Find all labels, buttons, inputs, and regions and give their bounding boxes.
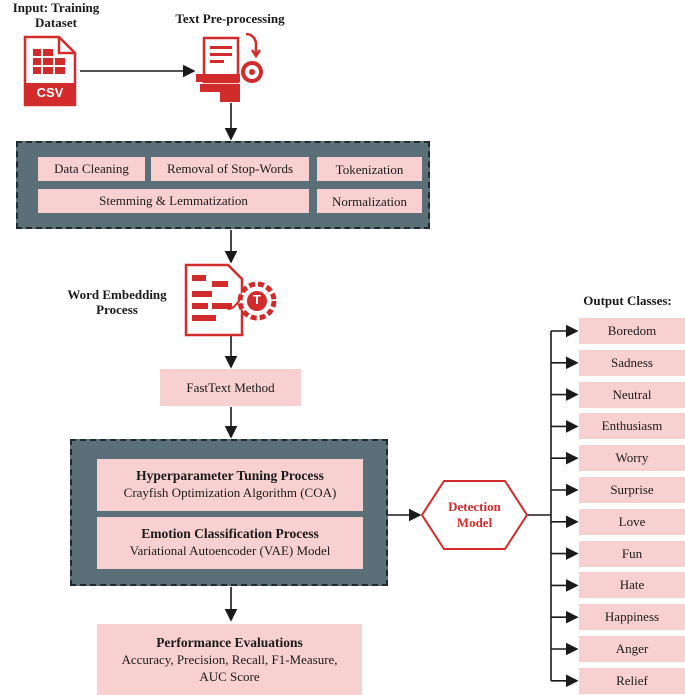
output-class-neutral: Neutral <box>579 381 685 408</box>
hyperparameter-tuning-box: Hyperparameter Tuning Process Crayfish O… <box>97 459 363 511</box>
evaluation-line1: Accuracy, Precision, Recall, F1-Measure, <box>121 652 338 667</box>
document-gear-icon <box>196 32 266 109</box>
input-label-line1: Input: Training <box>12 0 100 15</box>
output-class-boredom: Boredom <box>579 318 685 344</box>
output-class-anger: Anger <box>579 636 685 662</box>
output-class-relief: Relief <box>579 667 685 694</box>
step-data-cleaning: Data Cleaning <box>38 157 145 181</box>
embedding-icon-letter: T <box>253 292 261 307</box>
tuning-title: Hyperparameter Tuning Process <box>136 468 324 483</box>
classification-title: Emotion Classification Process <box>141 526 319 541</box>
embedding-label: Word Embedding Process <box>52 287 182 317</box>
embedding-label-line2: Process <box>96 302 138 317</box>
input-label: Input: Training Dataset <box>0 0 112 30</box>
output-classes-label: Output Classes: <box>583 293 672 308</box>
step-normalization: Normalization <box>317 189 422 213</box>
evaluation-title: Performance Evaluations <box>156 635 303 650</box>
output-branches <box>551 324 579 688</box>
fasttext-method-box: FastText Method <box>160 369 301 406</box>
performance-evaluation-box: Performance Evaluations Accuracy, Precis… <box>97 624 362 695</box>
classification-subtitle: Variational Autoencoder (VAE) Model <box>129 543 331 558</box>
evaluation-line2: AUC Score <box>199 669 260 684</box>
output-class-fun: Fun <box>579 540 685 567</box>
output-class-worry: Worry <box>579 445 685 472</box>
detection-hexagon <box>420 480 529 550</box>
output-class-happiness: Happiness <box>579 604 685 631</box>
csv-file-icon: CSV <box>23 35 77 112</box>
word-embedding-icon: T <box>184 263 279 342</box>
output-class-enthusiasm: Enthusiasm <box>579 413 685 440</box>
step-stemming-lemmatization: Stemming & Lemmatization <box>38 189 309 213</box>
preprocessing-steps-panel <box>16 141 430 229</box>
input-label-line2: Dataset <box>35 15 77 30</box>
output-class-hate: Hate <box>579 572 685 599</box>
preprocessing-label: Text Pre-processing <box>175 11 285 26</box>
detection-line2: Model <box>456 515 493 530</box>
output-class-love: Love <box>579 508 685 535</box>
step-stop-words: Removal of Stop-Words <box>151 157 309 181</box>
embedding-label-line1: Word Embedding <box>67 287 167 302</box>
output-class-surprise: Surprise <box>579 477 685 503</box>
detection-model-label: Detection Model <box>444 499 505 531</box>
detection-line1: Detection <box>448 499 501 514</box>
tuning-subtitle: Crayfish Optimization Algorithm (COA) <box>123 485 337 500</box>
output-class-sadness: Sadness <box>579 349 685 376</box>
emotion-classification-box: Emotion Classification Process Variation… <box>97 517 363 569</box>
step-tokenization: Tokenization <box>317 157 422 181</box>
csv-tag: CSV <box>36 85 64 100</box>
